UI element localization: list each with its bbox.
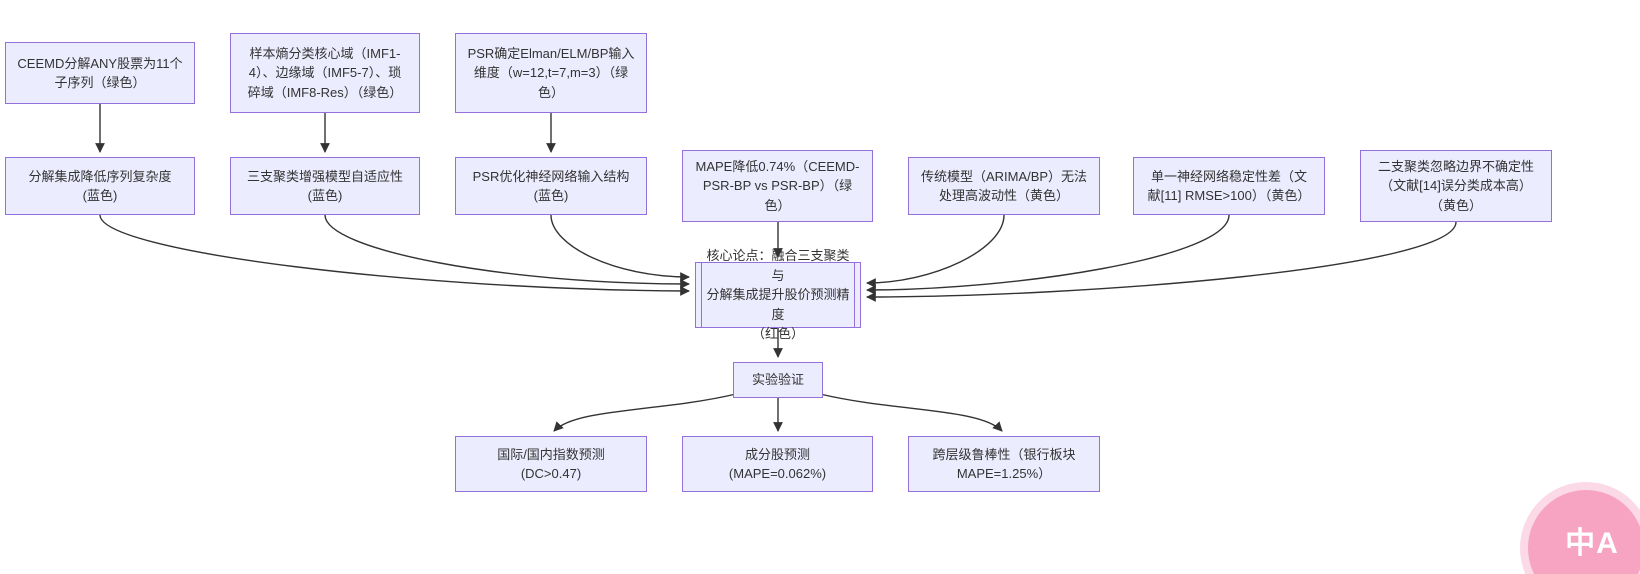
edge-twoway-core <box>866 221 1457 302</box>
node-label: CEEMD分解ANY股票为11个 子序列（绿色） <box>17 55 183 91</box>
node-component-stock-prediction: 成分股预测 (MAPE=0.062%) <box>682 436 873 492</box>
node-decomposition-ensemble: 分解集成降低序列复杂度 (蓝色) <box>5 157 195 215</box>
node-label: MAPE降低0.74%（CEEMD- PSR-BP vs PSR-BP）（绿 色… <box>695 158 860 213</box>
edge-experiment-robustness <box>819 393 1003 432</box>
node-psr-input-dim: PSR确定Elman/ELM/BP输入 维度（w=12,t=7,m=3）（绿 色… <box>455 33 647 113</box>
node-sample-entropy: 样本熵分类核心域（IMF1- 4）、边缘域（IMF5-7）、琐 碎域（IMF8-… <box>230 33 420 113</box>
node-psr-optimization: PSR优化神经网络输入结构 (蓝色) <box>455 157 647 215</box>
node-label: 单一神经网络稳定性差（文 献[11] RMSE>100）（黄色） <box>1147 168 1311 204</box>
edge-psropt-core <box>550 214 690 282</box>
edge-decomp-core <box>99 214 690 296</box>
node-experiment-validation: 实验验证 <box>733 362 823 398</box>
edge-threeway-core <box>324 214 690 289</box>
node-index-prediction: 国际/国内指数预测 (DC>0.47) <box>455 436 647 492</box>
edge-traditional-core <box>866 214 1005 288</box>
node-ceemd-decompose: CEEMD分解ANY股票为11个 子序列（绿色） <box>5 42 195 104</box>
node-label: 样本熵分类核心域（IMF1- 4）、边缘域（IMF5-7）、琐 碎域（IMF8-… <box>247 45 403 100</box>
node-label: 成分股预测 (MAPE=0.062%) <box>728 446 827 482</box>
node-label: 核心论点：融合三支聚类与 分解集成提升股价预测精度 （红色） <box>706 248 850 342</box>
node-single-nn-instability: 单一神经网络稳定性差（文 献[11] RMSE>100）（黄色） <box>1133 157 1325 215</box>
node-two-way-clustering: 二支聚类忽略边界不确定性 （文献[14]误分类成本高） （黄色） <box>1360 150 1552 222</box>
node-core-thesis: 核心论点：融合三支聚类与 分解集成提升股价预测精度 （红色） <box>695 248 861 341</box>
edge-experiment-indexpred <box>553 393 737 432</box>
node-label: 实验验证 <box>751 372 804 388</box>
node-mape-improvement: MAPE降低0.74%（CEEMD- PSR-BP vs PSR-BP）（绿 色… <box>682 150 873 222</box>
node-label: PSR确定Elman/ELM/BP输入 维度（w=12,t=7,m=3）（绿 色… <box>467 45 635 100</box>
node-label: 跨层级鲁棒性（银行板块 MAPE=1.25%） <box>932 446 1076 482</box>
translate-icon: 中A <box>1565 527 1619 560</box>
node-label: 分解集成降低序列复杂度 (蓝色) <box>28 168 172 204</box>
translate-badge-button[interactable]: 中A <box>1528 490 1640 574</box>
node-cross-level-robustness: 跨层级鲁棒性（银行板块 MAPE=1.25%） <box>908 436 1100 492</box>
edge-singlenn-core <box>866 214 1230 295</box>
node-label: 三支聚类增强模型自适应性 (蓝色) <box>246 168 403 204</box>
node-label: 传统模型（ARIMA/BP）无法 处理高波动性（黄色） <box>920 168 1088 204</box>
node-label: 二支聚类忽略边界不确定性 （文献[14]误分类成本高） （黄色） <box>1377 158 1534 213</box>
node-three-way-clustering: 三支聚类增强模型自适应性 (蓝色) <box>230 157 420 215</box>
node-label: 国际/国内指数预测 (DC>0.47) <box>497 446 605 482</box>
node-traditional-models: 传统模型（ARIMA/BP）无法 处理高波动性（黄色） <box>908 157 1100 215</box>
node-label: PSR优化神经网络输入结构 (蓝色) <box>472 168 630 204</box>
